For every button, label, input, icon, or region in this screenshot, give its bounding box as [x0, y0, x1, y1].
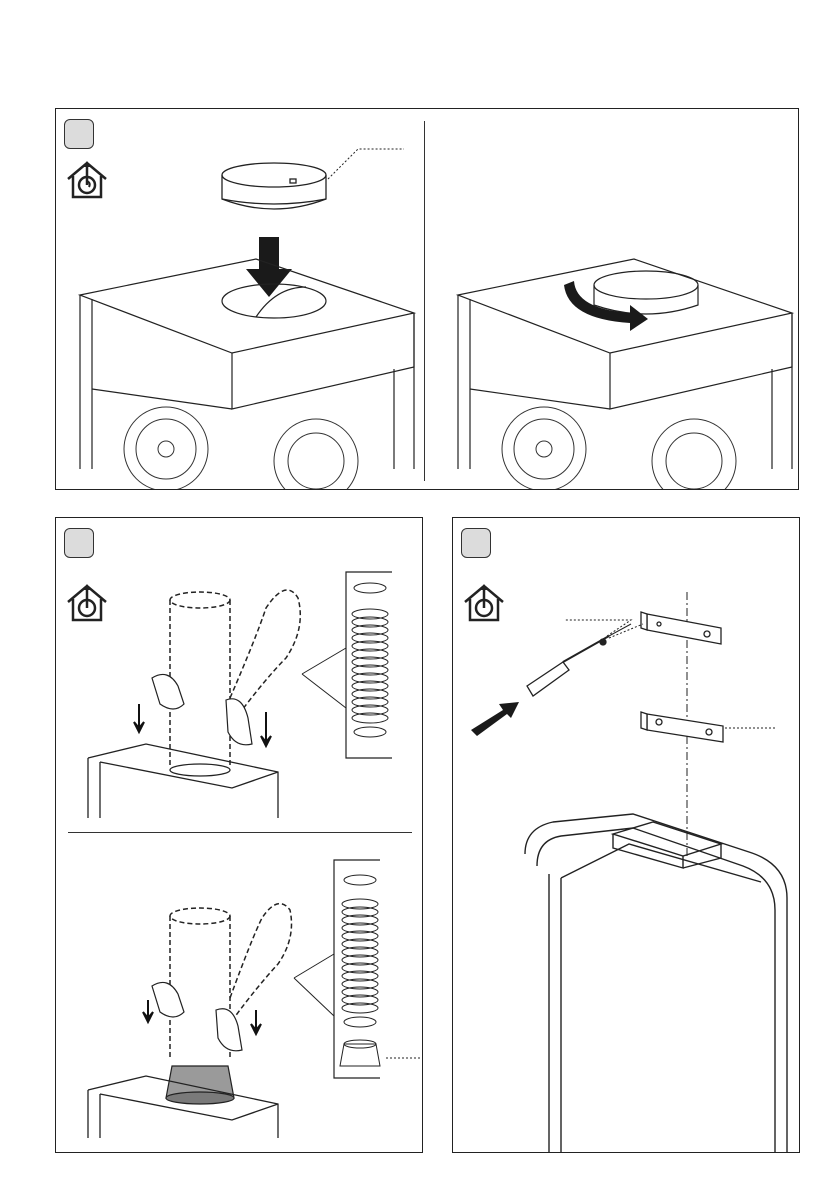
- panel-step-flexible-pipe: [55, 517, 423, 1153]
- down-arrow: [134, 704, 144, 732]
- duct-ring: [222, 163, 326, 209]
- down-arrow: [251, 1010, 261, 1034]
- hood-top-ring-insert-illustration: [56, 109, 799, 490]
- panel-step-wall-bracket: [452, 517, 800, 1153]
- down-arrow: [246, 237, 292, 297]
- hands-lower: [152, 982, 242, 1050]
- pipe-base-upper: [88, 744, 278, 818]
- flexible-pipe-fitting-illustration: [56, 518, 423, 1153]
- down-arrow: [261, 712, 271, 746]
- leader-line: [328, 149, 404, 179]
- hood-body-right: [458, 259, 792, 469]
- hood-frame: [525, 814, 787, 1153]
- hose-detail-lower: [340, 875, 380, 1066]
- bracket-lower: [641, 712, 723, 742]
- hands-upper: [152, 674, 252, 744]
- push-arrow: [471, 702, 519, 736]
- hood-body: [80, 259, 414, 469]
- fan-right: [274, 419, 358, 490]
- rotate-arrow: [564, 281, 648, 331]
- fan-left: [124, 407, 208, 490]
- hose-detail-upper: [352, 583, 388, 737]
- screwdriver-icon: [527, 624, 631, 696]
- panel-step-duct-ring: [55, 108, 799, 490]
- down-arrow: [143, 1000, 153, 1022]
- fan-right-panel: [502, 407, 736, 490]
- reducer-fitting: [166, 1066, 234, 1104]
- wall-bracket-screwing-illustration: [453, 518, 800, 1153]
- bracket-upper: [641, 612, 721, 644]
